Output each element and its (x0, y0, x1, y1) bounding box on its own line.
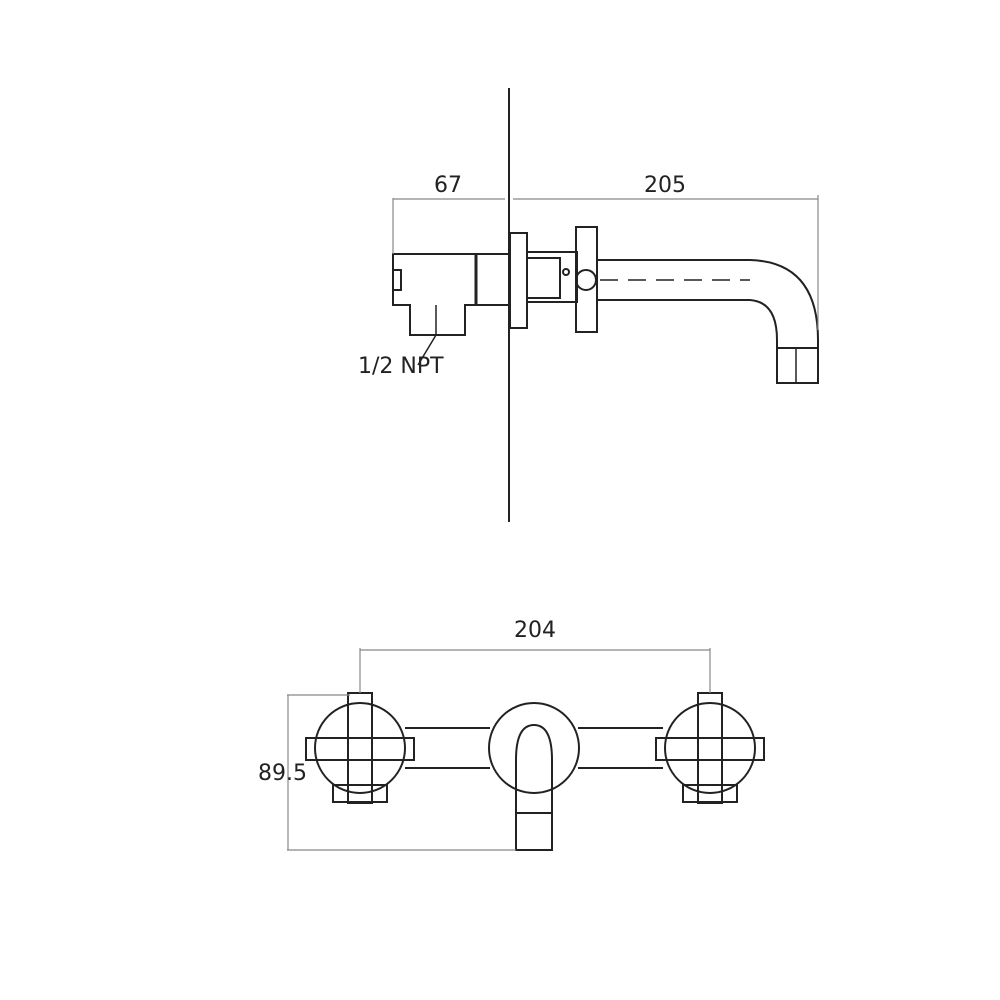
front-view (305, 692, 765, 851)
dim-depth-label: 67 (434, 173, 462, 198)
dim-spout-label: 205 (644, 173, 686, 198)
side-view (392, 226, 819, 384)
side-dimensions (392, 195, 819, 330)
dim-height-label: 89.5 (258, 761, 307, 786)
connection-label: 1/2 NPT (358, 354, 444, 379)
dim-width-label: 204 (514, 618, 556, 643)
front-dimensions (287, 648, 711, 851)
leader-line (417, 334, 437, 366)
